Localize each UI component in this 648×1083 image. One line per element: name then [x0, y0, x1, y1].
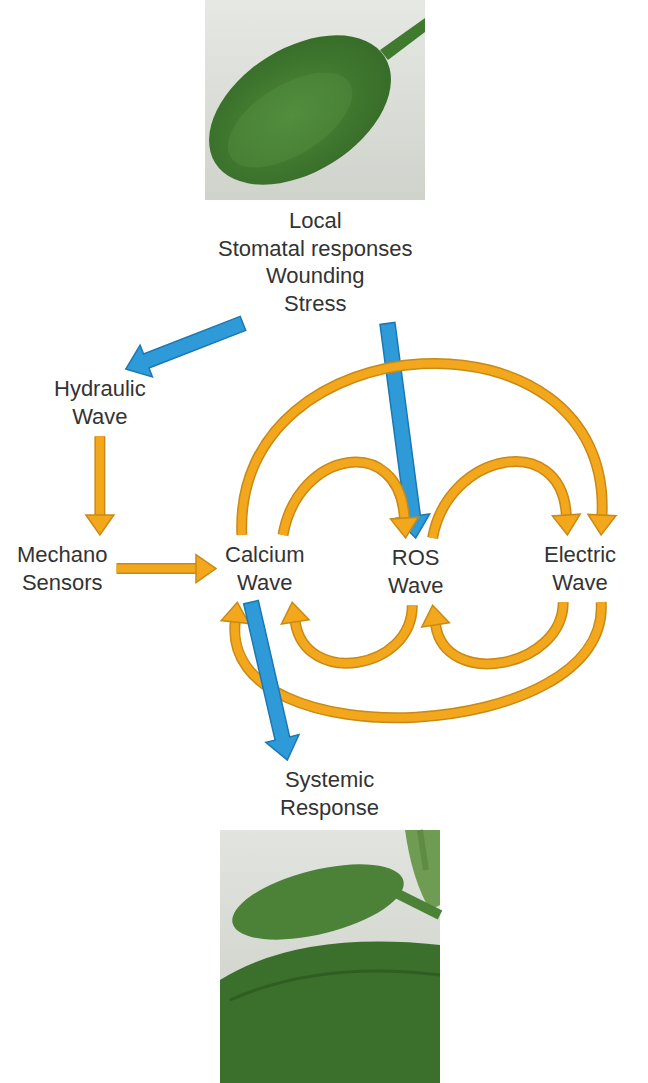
wave-label: Calcium Wave: [219, 538, 310, 599]
arrow-head: [390, 517, 418, 538]
arrow-head: [86, 515, 114, 535]
arrow-shaft: [235, 602, 602, 717]
node-text: Stomatal responses: [218, 235, 412, 263]
wave-label: Hydraulic Wave: [48, 372, 152, 433]
node-text: Systemic Response: [280, 766, 379, 821]
arrow-shaft: [117, 565, 197, 573]
arrow-head: [588, 514, 616, 535]
arrow-head: [281, 602, 309, 624]
arrow-shape: [244, 601, 299, 761]
orange-arrow: [283, 462, 418, 538]
stimulus-label: LocalStomatal responsesWoundingStress: [212, 204, 418, 320]
wave-label: Systemic Response: [274, 763, 385, 824]
arrow-shaft: [283, 462, 404, 535]
node-text: Wounding: [218, 262, 412, 290]
arrow-head: [422, 605, 450, 627]
local-leaf-photo: [182, 0, 425, 216]
node-text: Calcium Wave: [225, 541, 304, 596]
blue-arrow: [244, 601, 299, 761]
orange-arrow: [433, 462, 581, 538]
arrow-outline: [242, 363, 602, 535]
arrow-shaft: [433, 462, 567, 538]
node-text: Mechano Sensors: [17, 541, 108, 596]
arrow-outline: [235, 602, 602, 717]
node-text: Stress: [218, 290, 412, 318]
orange-arrow: [242, 363, 616, 535]
arrow-outline: [94, 436, 105, 515]
wave-label: Mechano Sensors: [11, 538, 114, 599]
arrow-outline: [436, 602, 564, 664]
node-text: Hydraulic Wave: [54, 375, 146, 430]
arrow-shaft: [436, 602, 564, 664]
arrow-outline: [283, 462, 404, 535]
arrow-shaft: [96, 436, 104, 515]
orange-arrow: [422, 602, 563, 664]
arrow-shaft: [242, 363, 602, 535]
orange-arrow: [281, 602, 412, 663]
node-text: Local: [218, 207, 412, 235]
arrow-shape: [126, 316, 246, 377]
orange-arrow: [117, 555, 217, 583]
arrow-outline: [433, 462, 567, 538]
wave-label: Electric Wave: [538, 538, 622, 599]
blue-arrow: [126, 316, 246, 377]
arrow-shaft: [295, 605, 412, 663]
arrow-outline: [117, 563, 197, 574]
arrow-head: [552, 514, 580, 535]
wave-label: ROS Wave: [382, 541, 449, 602]
node-text: ROS Wave: [388, 544, 443, 599]
node-text: Electric Wave: [544, 541, 616, 596]
arrow-outline: [295, 605, 412, 663]
orange-arrow: [86, 436, 114, 535]
arrow-head: [196, 555, 216, 583]
systemic-leaf-photo: [220, 830, 440, 1083]
